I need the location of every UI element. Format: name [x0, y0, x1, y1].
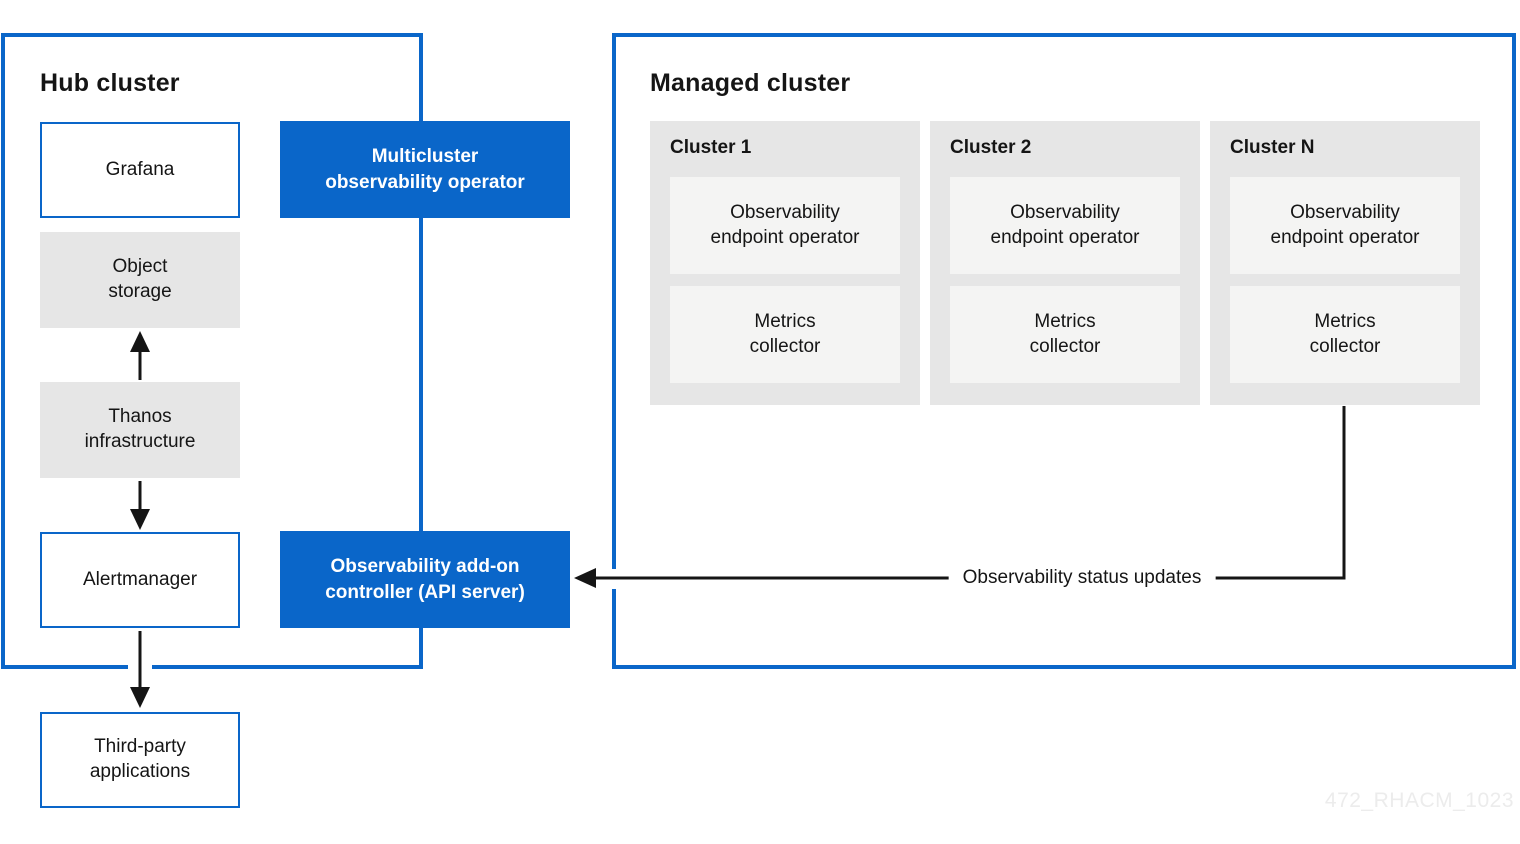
cluster-2-metrics-collector: Metrics collector — [950, 286, 1180, 383]
hub-cluster-title: Hub cluster — [40, 69, 180, 97]
thanos-infrastructure-node: Thanos infrastructure — [40, 382, 240, 478]
cluster-1-endpoint-operator: Observability endpoint operator — [670, 177, 900, 274]
cluster-1-panel: Cluster 1 Observability endpoint operato… — [650, 121, 920, 405]
cluster-1-metrics-collector: Metrics collector — [670, 286, 900, 383]
multicluster-observability-operator-box: Multicluster observability operator — [280, 121, 570, 218]
third-party-applications-node: Third-party applications — [40, 712, 240, 808]
cluster-2-label: Cluster 2 — [950, 137, 1032, 158]
cluster-1-label: Cluster 1 — [670, 137, 752, 158]
observability-status-updates-label: Observability status updates — [948, 565, 1216, 591]
cluster-n-endpoint-operator: Observability endpoint operator — [1230, 177, 1460, 274]
managed-cluster-title: Managed cluster — [650, 69, 851, 97]
cluster-2-endpoint-operator: Observability endpoint operator — [950, 177, 1180, 274]
status-updates-arrowhead — [574, 568, 596, 588]
grafana-node: Grafana — [40, 122, 240, 218]
observability-addon-controller-box: Observability add-on controller (API ser… — [280, 531, 570, 628]
object-storage-node: Object storage — [40, 232, 240, 328]
cluster-2-panel: Cluster 2 Observability endpoint operato… — [930, 121, 1200, 405]
alertmanager-node: Alertmanager — [40, 532, 240, 628]
cluster-n-label: Cluster N — [1230, 137, 1315, 158]
cluster-n-panel: Cluster N Observability endpoint operato… — [1210, 121, 1480, 405]
watermark-text: 472_RHACM_1023 — [1324, 789, 1514, 812]
cluster-n-metrics-collector: Metrics collector — [1230, 286, 1460, 383]
alertmanager-to-thirdparty-arrowhead — [130, 687, 150, 708]
